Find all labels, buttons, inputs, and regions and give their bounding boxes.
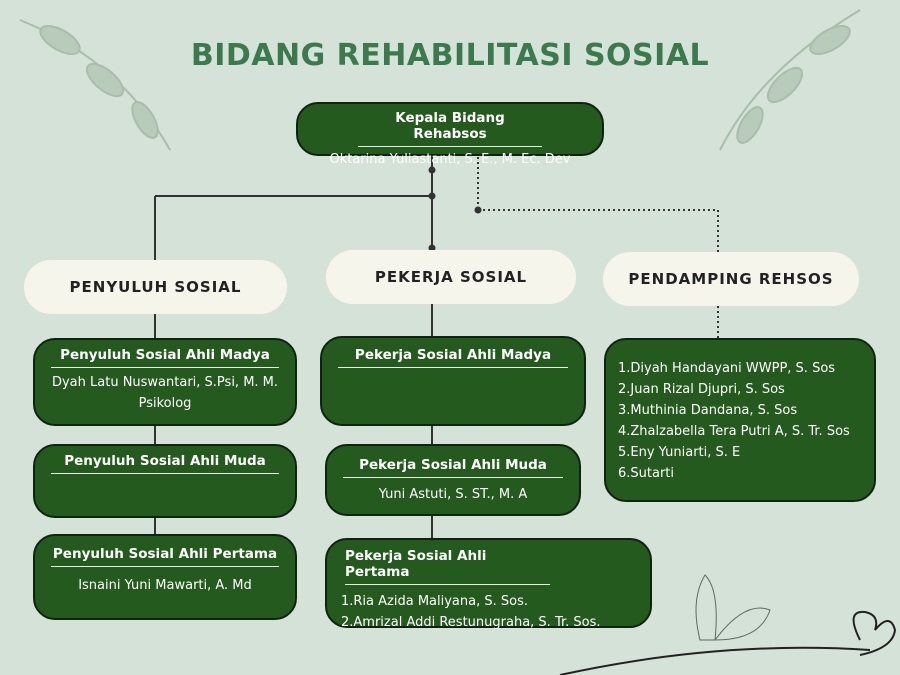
box-name: Isnaini Yuni Mawarti, A. Md — [78, 578, 252, 593]
list-item: 1.Diyah Handayani WWPP, S. Sos — [618, 361, 836, 376]
box-role: Pekerja Sosial Ahli Pertama — [345, 548, 550, 585]
pekerja-pertama-list: 1.Ria Azida Maliyana, S. Sos. 2.Amrizal … — [341, 591, 650, 633]
box-role: Pekerja Sosial Ahli Madya — [338, 347, 568, 368]
head-role: Kepala Bidang Rehabsos — [358, 110, 542, 147]
list-item: 5.Eny Yuniarti, S. E — [618, 445, 741, 460]
list-item: 6.Sutarti — [618, 466, 675, 481]
head-box: Kepala Bidang Rehabsos Oktarina Yuliasta… — [296, 102, 604, 167]
box-role: Penyuluh Sosial Ahli Muda — [51, 453, 279, 474]
list-item: 4.Zhalzabella Tera Putri A, S. Tr. Sos — [618, 424, 850, 439]
list-item: 2.Amrizal Addi Restunugraha, S. Tr. Sos. — [341, 615, 601, 630]
category-penyuluh: PENYULUH SOSIAL — [24, 260, 287, 314]
pekerja-pertama-box: Pekerja Sosial Ahli Pertama 1.Ria Azida … — [325, 538, 652, 630]
list-item: 2.Juan Rizal Djupri, S. Sos — [618, 382, 785, 397]
pekerja-muda-box: Pekerja Sosial Ahli Muda Yuni Astuti, S.… — [325, 444, 581, 516]
pekerja-madya-box: Pekerja Sosial Ahli Madya — [320, 336, 586, 426]
category-pekerja: PEKERJA SOSIAL — [326, 250, 576, 304]
box-name: Dyah Latu Nuswantari, S.Psi, M. M. Psiko… — [51, 375, 279, 411]
penyuluh-muda-box: Penyuluh Sosial Ahli Muda — [33, 444, 297, 518]
page-title: BIDANG REHABILITASI SOSIAL — [190, 38, 710, 73]
list-item: 3.Muthinia Dandana, S. Sos — [618, 403, 798, 418]
pendamping-list: 1.Diyah Handayani WWPP, S. Sos 2.Juan Ri… — [618, 358, 874, 484]
penyuluh-madya-box: Penyuluh Sosial Ahli Madya Dyah Latu Nus… — [33, 338, 297, 426]
box-role: Pekerja Sosial Ahli Muda — [343, 457, 563, 478]
head-name: Oktarina Yuliastanti, S. E., M. Ec. Dev — [329, 152, 571, 167]
list-item: 1.Ria Azida Maliyana, S. Sos. — [341, 594, 528, 609]
pendamping-box: 1.Diyah Handayani WWPP, S. Sos 2.Juan Ri… — [604, 338, 876, 502]
box-role: Penyuluh Sosial Ahli Pertama — [51, 546, 279, 567]
category-pendamping: PENDAMPING REHSOS — [603, 252, 859, 306]
box-role: Penyuluh Sosial Ahli Madya — [51, 347, 279, 368]
box-name: Yuni Astuti, S. ST., M. A — [378, 487, 528, 502]
penyuluh-pertama-box: Penyuluh Sosial Ahli Pertama Isnaini Yun… — [33, 534, 297, 620]
